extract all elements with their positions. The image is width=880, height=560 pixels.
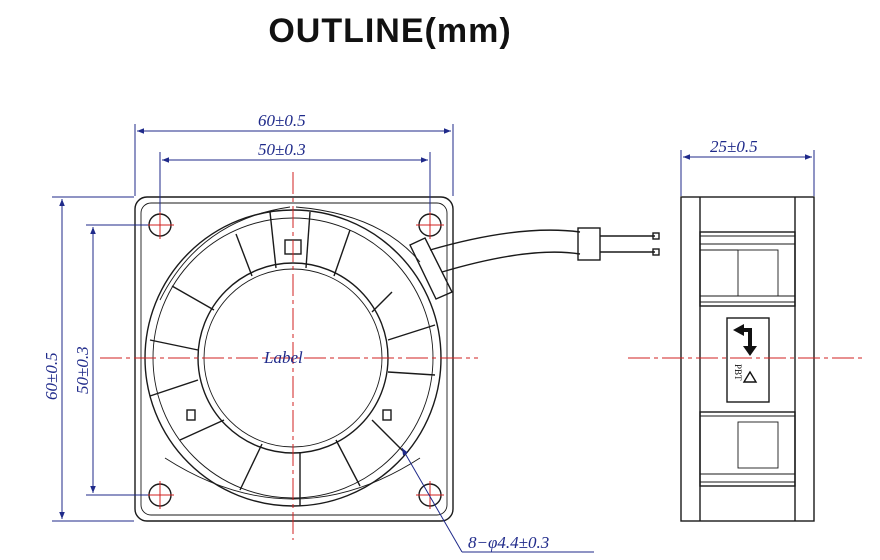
fan-frame — [134, 196, 454, 522]
side-view: PBT 25±0.5 — [628, 137, 866, 522]
airflow-marking — [726, 317, 770, 403]
lead-wires — [409, 227, 660, 300]
dim-front-height-outer: 60±0.5 — [42, 352, 61, 400]
front-dimensions: 60±0.5 50±0.3 60±0.5 50±0.3 8−φ4.4±0.3 — [42, 111, 594, 553]
dim-side-depth: 25±0.5 — [710, 137, 758, 156]
label-text: Label — [263, 348, 303, 367]
frame-spokes — [149, 211, 436, 506]
dim-front-width-hole: 50±0.3 — [258, 140, 306, 159]
drawing-title: OUTLINE(mm) — [268, 12, 512, 50]
front-view: Label — [100, 172, 660, 540]
side-frame — [680, 196, 815, 522]
dim-hole-spec: 8−φ4.4±0.3 — [468, 533, 549, 552]
airflow-arrow-icon — [743, 346, 757, 356]
recycle-icon — [742, 370, 758, 383]
dim-front-width-outer: 60±0.5 — [258, 111, 306, 130]
dim-front-height-hole: 50±0.3 — [73, 346, 92, 394]
material-mark: PBT — [733, 364, 743, 381]
